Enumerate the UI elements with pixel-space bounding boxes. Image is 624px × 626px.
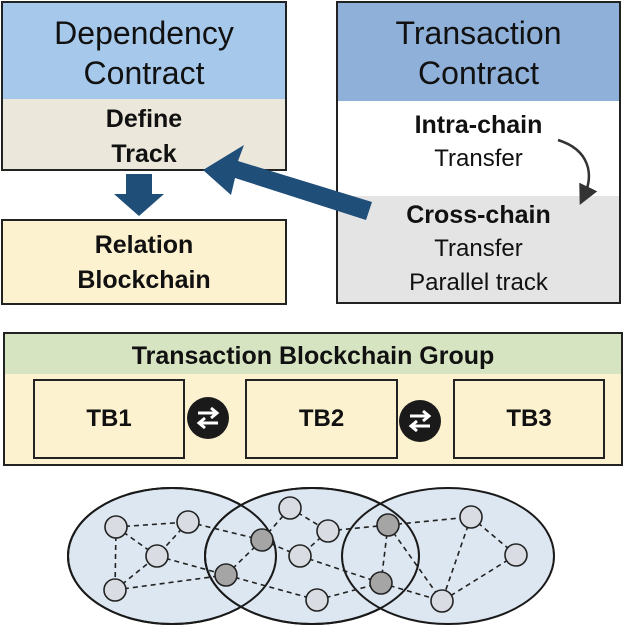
dependency-contract-box: Dependency Contract Define Track <box>1 1 287 171</box>
intra-chain-label: Intra-chain <box>414 111 543 139</box>
network-node <box>430 589 454 613</box>
network-node <box>504 543 528 567</box>
network-node <box>459 505 483 529</box>
group-header <box>5 334 621 374</box>
network-node <box>104 515 128 539</box>
swap-arrows-icon <box>399 400 441 442</box>
tb3-box: TB3 <box>453 379 605 459</box>
curved-arrow-icon <box>557 138 598 206</box>
network-node <box>278 496 302 520</box>
relation-blockchain-line2: Blockchain <box>77 266 211 294</box>
network-cluster-middle-outline <box>204 487 420 625</box>
track-arrow-icon <box>203 145 372 220</box>
network-node <box>305 588 329 612</box>
swap-arrows-icon <box>187 397 229 439</box>
network-node-shared <box>250 528 274 552</box>
dependency-contract-header <box>3 3 285 99</box>
cross-chain-section <box>338 196 619 302</box>
transaction-contract-box: Transaction Contract Intra-chain Transfe… <box>336 1 621 304</box>
network-cluster-left-outline <box>67 487 277 625</box>
tb1-box: TB1 <box>33 379 185 459</box>
network-node-shared <box>376 513 400 537</box>
cross-chain-parallel-track: Parallel track <box>409 269 548 296</box>
intra-chain-transfer: Transfer <box>434 145 523 172</box>
relation-blockchain-line1: Relation <box>94 231 194 259</box>
transaction-blockchain-group: Transaction Blockchain Group TB1 TB2 TB3 <box>3 332 623 466</box>
down-arrow-icon <box>114 174 164 216</box>
cross-chain-transfer: Transfer <box>434 235 523 262</box>
network-node <box>103 578 127 602</box>
network-node <box>316 519 340 543</box>
dependency-contract-title-line1: Dependency <box>54 15 234 51</box>
transaction-contract-header <box>338 3 619 101</box>
dependency-contract-define: Define <box>105 105 183 133</box>
cross-chain-label: Cross-chain <box>406 201 551 229</box>
relation-blockchain-box: Relation Blockchain <box>1 219 287 305</box>
dependency-contract-title-line2: Contract <box>83 55 205 91</box>
dependency-contract-track: Track <box>111 140 177 168</box>
group-title: Transaction Blockchain Group <box>131 342 495 370</box>
network-node <box>176 510 200 534</box>
transaction-contract-title-line1: Transaction <box>395 15 562 51</box>
network-node <box>145 544 169 568</box>
network-node <box>288 544 312 568</box>
tb2-box: TB2 <box>245 379 398 459</box>
transaction-contract-title-line2: Contract <box>418 55 539 91</box>
network-node-shared <box>214 563 238 587</box>
network-node-shared <box>369 571 393 595</box>
